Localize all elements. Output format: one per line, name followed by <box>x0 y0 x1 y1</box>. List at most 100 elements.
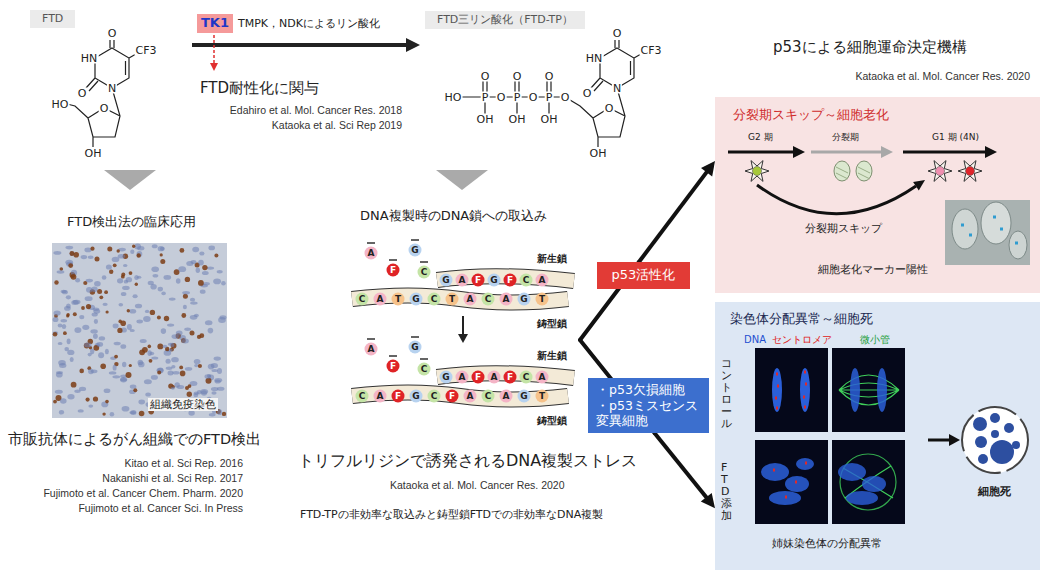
image-caption: 組織免疫染色 <box>148 398 218 411</box>
nucleus <box>106 264 112 269</box>
nucleus <box>78 409 84 412</box>
stained-nucleus <box>222 412 226 416</box>
nucleotide: A <box>464 293 477 306</box>
nucleus <box>966 167 975 176</box>
chromosome-lines <box>836 167 848 179</box>
nucleus <box>166 359 171 364</box>
nucleus <box>53 317 59 322</box>
atom-label: OH <box>540 114 559 125</box>
nucleus <box>104 388 111 393</box>
nucleus <box>161 292 166 296</box>
stained-nucleus <box>53 400 57 404</box>
nucleus <box>94 281 101 286</box>
nucleus <box>176 331 183 336</box>
image-caption: 細胞老化マーカー陽性 <box>818 263 928 276</box>
nucleus <box>81 255 88 259</box>
atom-label: OH <box>476 114 495 125</box>
nucleus <box>190 298 195 302</box>
nucleus <box>170 343 175 347</box>
atom-label: P <box>481 92 490 103</box>
centromeres <box>773 463 807 497</box>
photo-cell <box>1009 231 1027 259</box>
nucleus <box>129 411 136 414</box>
arrow-head <box>793 146 805 158</box>
nucleotide: A <box>464 390 477 403</box>
stained-nucleus <box>180 248 185 253</box>
skip-arrow <box>757 185 916 214</box>
nucleotide: T <box>446 293 459 306</box>
nucleotide: A <box>500 390 513 403</box>
section-heading: FTD検出法の臨床応用 <box>67 214 196 230</box>
nucleus <box>130 250 134 254</box>
stained-nucleus <box>86 398 90 402</box>
strand-name: 鋳型鎖 <box>537 318 567 330</box>
nucleotide: A <box>365 343 378 356</box>
nucleotide: G <box>518 390 531 403</box>
nucleotide: C <box>428 390 441 403</box>
nucleus <box>84 343 92 348</box>
fragment <box>990 413 1000 423</box>
nucleus <box>66 295 71 299</box>
nucleotide: G <box>410 390 423 403</box>
stained-nucleus <box>183 294 188 299</box>
nucleus <box>65 246 73 250</box>
arrow-head <box>949 434 960 446</box>
stained-nucleus <box>198 364 202 368</box>
node-text: FTD三リン酸化（FTD-TP） <box>437 13 573 27</box>
nucleus <box>205 320 213 325</box>
stained-nucleus <box>73 252 79 258</box>
nucleus <box>193 393 198 397</box>
nucleus <box>58 360 66 365</box>
nucleus <box>55 390 63 394</box>
nucleus <box>59 410 64 415</box>
nucleus <box>74 327 81 333</box>
nucleus <box>936 167 945 176</box>
nucleus <box>60 398 67 404</box>
channel-label: 微小管 <box>860 334 890 346</box>
nucleus <box>217 409 222 415</box>
annotation: TMPK，NDKによるリン酸化 <box>238 17 380 30</box>
arrow-head <box>881 146 893 158</box>
note: FTD-TPの非効率な取込みと鋳型鎖FTDでの非効率なDNA複製 <box>300 508 603 521</box>
nucleotide: C <box>418 266 431 279</box>
arrow-head <box>458 334 468 343</box>
stained-nucleus <box>157 344 163 350</box>
connector-line <box>655 433 708 499</box>
nucleotide: F <box>387 360 400 373</box>
micrograph <box>755 348 828 432</box>
nucleotide: F <box>392 390 405 403</box>
connector-line <box>639 171 708 262</box>
nucleus <box>152 244 158 248</box>
nucleus <box>143 316 151 322</box>
nucleus <box>196 268 200 273</box>
nucleus <box>94 319 98 324</box>
stained-nucleus <box>133 388 137 392</box>
nucleotide: A <box>365 247 378 260</box>
row-label: FTD 添加 <box>721 462 732 522</box>
nucleotide: A <box>500 293 513 306</box>
nucleotide: A <box>374 293 387 306</box>
nucleus <box>212 369 218 372</box>
stained-nucleus <box>150 310 155 315</box>
stained-nucleus <box>71 382 77 388</box>
photo-cell <box>981 202 1011 244</box>
nucleus <box>190 315 198 320</box>
down-triangle <box>104 170 156 190</box>
nucleus <box>119 303 124 306</box>
nucleotide: G <box>488 274 501 287</box>
atom-label: O <box>528 92 539 103</box>
nucleus <box>214 357 221 361</box>
strand-name: 鋳型鎖 <box>537 415 567 427</box>
stained-nucleus <box>60 267 64 271</box>
nucleus <box>91 287 97 293</box>
nucleus <box>135 304 142 309</box>
stained-nucleus <box>129 364 132 367</box>
nucleus <box>137 251 143 257</box>
stained-nucleus <box>54 280 58 284</box>
nucleus <box>194 359 201 364</box>
atom-label: N <box>107 83 117 94</box>
nucleus <box>218 317 226 323</box>
annotation: FTD耐性化に関与 <box>200 79 319 97</box>
channel-label: セントロメア <box>772 334 832 346</box>
nucleus <box>121 292 127 296</box>
